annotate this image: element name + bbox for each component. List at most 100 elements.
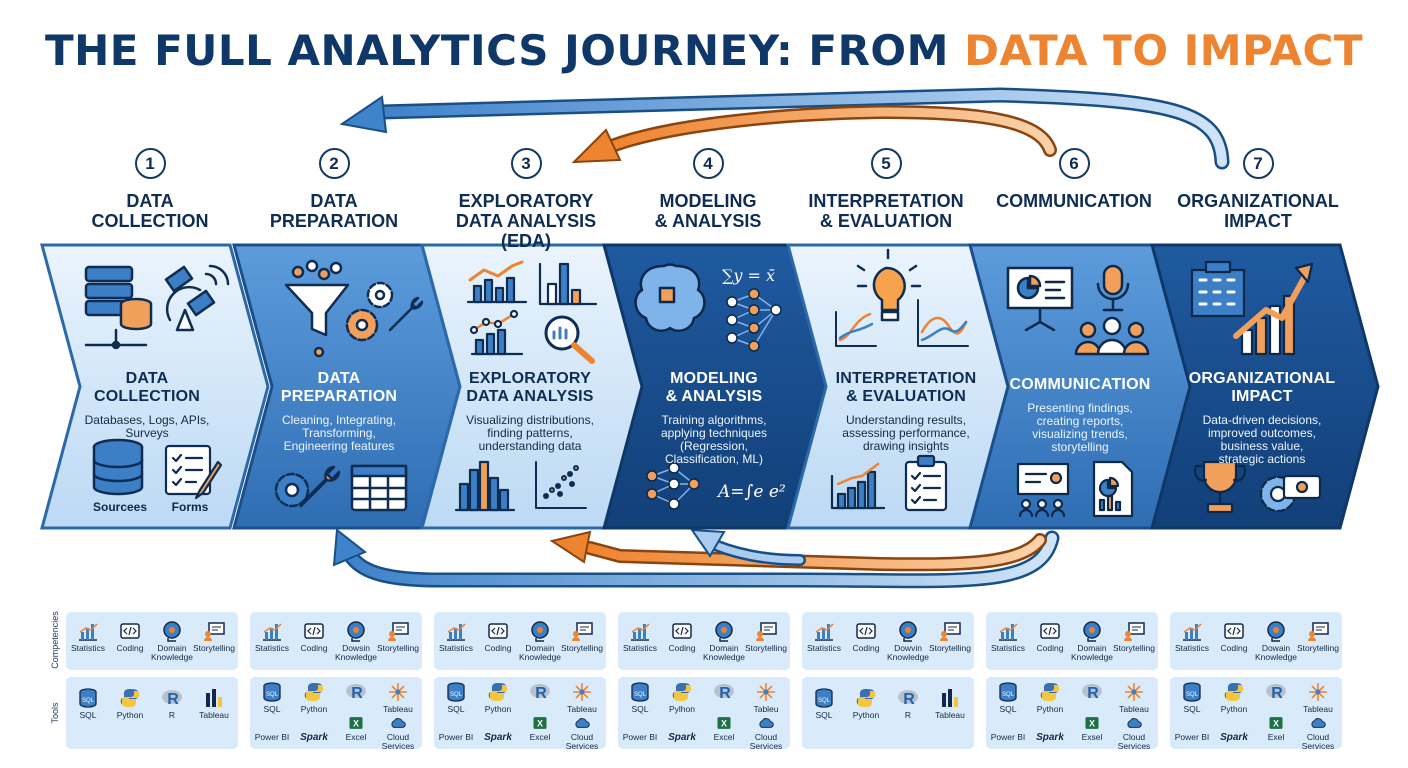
competency-label: Statistics xyxy=(622,643,657,653)
tool-cloud: Cloud Services xyxy=(1111,715,1157,751)
competency-code: Coding xyxy=(1027,620,1073,653)
tool-label: Power BI xyxy=(1174,732,1210,742)
stage-number: 3 xyxy=(510,148,542,179)
tool-label: Tableau xyxy=(199,710,229,720)
svg-text:SQL: SQL xyxy=(634,692,647,698)
competency-label: Statistics xyxy=(254,643,289,653)
gear-money-icon xyxy=(1259,474,1322,513)
competency-label: Storytelling xyxy=(744,643,788,653)
competency-label: Domain Knowledge xyxy=(150,643,194,662)
competency-stats: Statistics xyxy=(801,620,847,653)
tool-label: Power BI xyxy=(438,732,474,742)
tableau-icon xyxy=(1309,683,1327,701)
competency-stats: Statistics xyxy=(65,620,111,653)
tableau-icon xyxy=(206,689,222,707)
competency-code: Coding xyxy=(659,620,705,653)
competency-brain: Dowain Knowledge xyxy=(1253,620,1299,662)
tool-label: Cloud Services xyxy=(565,732,599,751)
cloud-icon xyxy=(759,718,774,728)
competency-stats: Statistics xyxy=(985,620,1031,653)
tool-label: Spark xyxy=(1220,732,1248,743)
tool-label: SQL xyxy=(79,710,97,720)
tool-spark: Spark xyxy=(659,715,705,743)
bar-chart-icon xyxy=(538,262,598,306)
stage-heading: MODELING & ANALYSIS xyxy=(654,191,762,231)
tool-python: Python xyxy=(475,681,521,714)
feedback-arrow-top-blue xyxy=(339,87,1230,170)
competency-label: Storytelling xyxy=(376,643,420,653)
competency-label: Domain Knowledge xyxy=(518,643,562,662)
tool-tableau: Tableau xyxy=(191,687,237,720)
stage-title: MODELING & ANALYSIS xyxy=(665,370,763,405)
svg-text:R: R xyxy=(1271,685,1283,702)
stage-title: DATA COLLECTION xyxy=(94,370,200,405)
tool-label: R xyxy=(168,710,176,720)
tool-sql: SQL SQL xyxy=(65,687,111,720)
r-icon: R xyxy=(346,684,366,702)
sql-icon: SQL xyxy=(447,682,465,702)
tool-cloud: Cloud Services xyxy=(1295,715,1341,751)
tool-powerbi: Power BI xyxy=(617,715,663,742)
sql-icon: SQL xyxy=(263,682,281,702)
tool-r: R xyxy=(1069,681,1115,705)
svg-text:R: R xyxy=(167,691,179,708)
stats-icon xyxy=(815,623,834,641)
survey-form-icon xyxy=(164,444,223,500)
competency-label: Storytelling xyxy=(1296,643,1340,653)
tool-label: Python xyxy=(116,710,144,720)
tool-sql: SQL SQL xyxy=(433,681,479,714)
stage-description: Data-driven decisions, improved outcomes… xyxy=(1202,413,1322,466)
tool-label: SQL xyxy=(263,704,281,714)
tool-tableau: Tableau xyxy=(927,687,973,720)
python-icon xyxy=(672,683,692,701)
svg-text:SQL: SQL xyxy=(82,698,95,704)
competency-label: Statistics xyxy=(438,643,473,653)
brain-icon xyxy=(163,621,181,642)
svg-text:X: X xyxy=(1089,719,1095,729)
tool-r: R xyxy=(333,681,379,705)
code-icon xyxy=(488,623,508,639)
python-icon xyxy=(488,683,508,701)
tool-r: R xyxy=(517,681,563,705)
brain-icon xyxy=(531,621,549,642)
tool-label: Python xyxy=(1036,704,1064,714)
clipboard-checklist-icon xyxy=(904,454,948,512)
stage-heading: DATA COLLECTION xyxy=(91,191,209,231)
tool-label: Spark xyxy=(668,732,696,743)
tool-label: SQL xyxy=(1183,704,1201,714)
page-title: THE FULL ANALYTICS JOURNEY: FROM DATA TO… xyxy=(0,26,1408,75)
competency-brain: Dowvin Knowledge xyxy=(885,620,931,662)
tool-label: Cloud Services xyxy=(1301,732,1335,751)
cloud-icon xyxy=(1127,718,1142,728)
r-icon: R xyxy=(162,690,182,708)
tool-label: SQL xyxy=(447,704,465,714)
competency-label: Coding xyxy=(668,643,696,653)
stage-number: 2 xyxy=(318,148,350,179)
svg-text:X: X xyxy=(353,719,359,729)
stage-heading: EXPLORATORY DATA ANALYSIS (EDA) xyxy=(455,191,597,251)
stage-number: 5 xyxy=(870,148,902,179)
stage-title: INTERPRETATION & EVALUATION xyxy=(835,370,977,405)
tool-label: Spark xyxy=(484,732,512,743)
stage-description: Cleaning, Integrating, Transforming, Eng… xyxy=(281,413,397,453)
competency-label: Statistics xyxy=(990,643,1025,653)
tool-sql: SQL SQL xyxy=(249,681,295,714)
code-icon xyxy=(1224,623,1244,639)
stage-number: 6 xyxy=(1058,148,1090,179)
tool-label: Power BI xyxy=(990,732,1026,742)
competency-label: Dowvin Knowledge xyxy=(886,643,930,662)
building-icon xyxy=(1190,260,1246,318)
stage-title: COMMUNICATION xyxy=(1009,376,1151,393)
stage-heading: COMMUNICATION xyxy=(996,191,1152,211)
competency-code: Coding xyxy=(1211,620,1257,653)
presentation-board-icon xyxy=(1006,266,1074,332)
report-icon xyxy=(1092,460,1134,518)
excel-icon: X xyxy=(1269,717,1283,729)
cloud-icon xyxy=(391,718,406,728)
growth-arrow-icon xyxy=(1233,262,1314,356)
sql-icon: SQL xyxy=(815,688,833,708)
tool-cloud: Cloud Services xyxy=(559,715,605,751)
tableau-icon xyxy=(389,683,407,701)
